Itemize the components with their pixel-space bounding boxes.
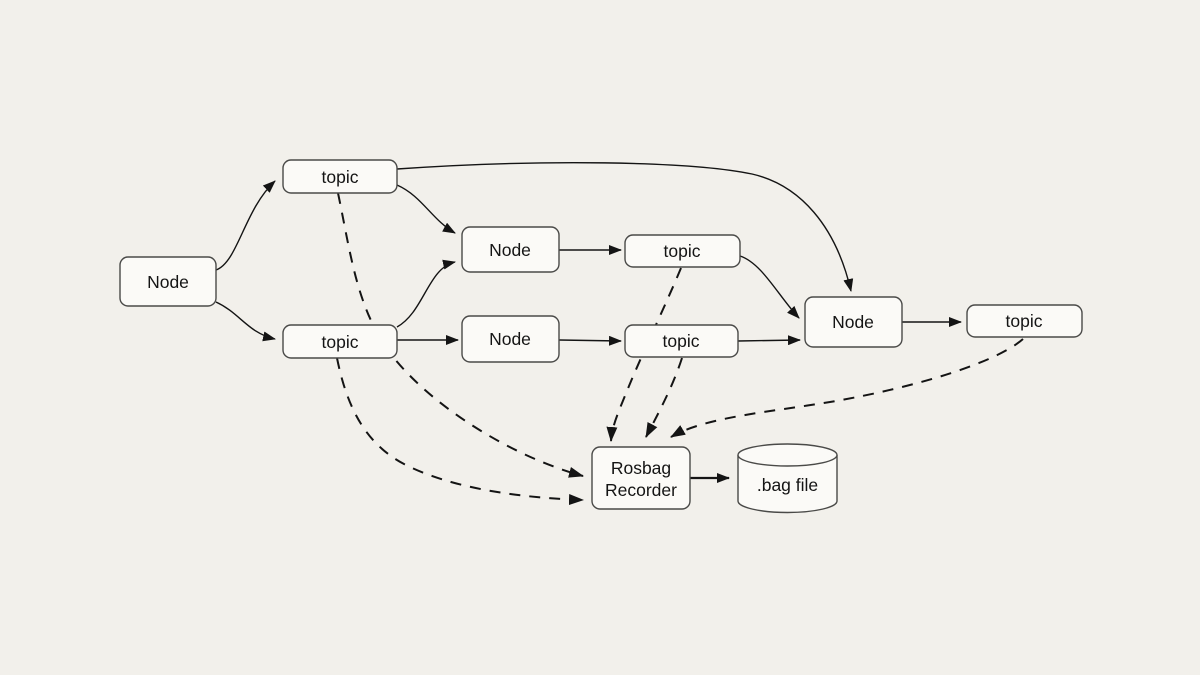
edge-topic-top-to-node-mid-top [396, 184, 456, 234]
edge-topic-mid-bottom-to-node-right [737, 335, 801, 346]
edge-dashed-topic-right-to-rosbag [670, 338, 1024, 438]
edge-dashed-topic-mid-top-to-rosbag [606, 267, 682, 442]
topic-top-label: topic [322, 167, 359, 187]
edge-topic-mid-top-to-node-right [739, 255, 800, 319]
topic-box-right: topic [966, 304, 1083, 338]
node-box-mid-bottom: Node [461, 315, 560, 363]
topic-mid-top-label: topic [664, 241, 701, 261]
rosbag-recorder-label-line1: Rosbag [611, 458, 671, 478]
edge-dashed-topic-top-to-rosbag [337, 192, 584, 478]
topic-mid-bottom-label: topic [663, 331, 700, 351]
node-box-right: Node [804, 296, 903, 348]
topic-box-mid-bottom: topic [624, 324, 739, 358]
edge-node-mid-bottom-to-topic-mid-bottom [558, 335, 622, 346]
node-box-left: Node [119, 256, 217, 307]
topic-box-top: topic [282, 159, 398, 194]
edge-topic-top-to-node-right [396, 161, 854, 292]
node-right-label: Node [832, 312, 874, 332]
topic-left-bottom-label: topic [322, 332, 359, 352]
topic-box-left-bottom: topic [282, 324, 398, 359]
edge-topic-left-bottom-to-node-mid-top [396, 259, 456, 328]
edge-node-left-to-topic-left-bottom [215, 301, 276, 342]
node-left-label: Node [147, 272, 189, 292]
rosbag-recorder-label-line2: Recorder [605, 480, 677, 500]
edge-dashed-topic-mid-bottom-to-rosbag [645, 357, 683, 438]
rosbag-recorder-box: Rosbag Recorder [591, 446, 691, 510]
node-mid-bottom-label: Node [489, 329, 531, 349]
edge-node-left-to-topic-top [215, 180, 276, 271]
topic-right-label: topic [1006, 311, 1043, 331]
node-mid-top-label: Node [489, 240, 531, 260]
bag-file-cylinder: .bag file [737, 443, 838, 514]
node-box-mid-top: Node [461, 226, 560, 273]
bag-file-label: .bag file [757, 475, 818, 495]
edge-dashed-topic-left-bottom-to-rosbag [336, 357, 584, 506]
topic-box-mid-top: topic [624, 234, 741, 268]
